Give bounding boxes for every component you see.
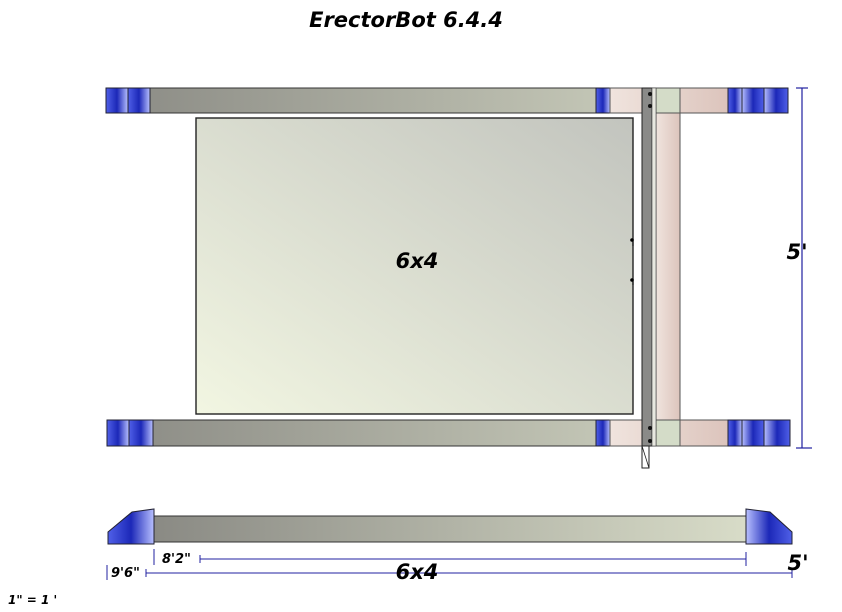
bottom-rail — [106, 419, 791, 447]
side-view-label: 6x4 — [396, 560, 439, 584]
scale-note: 1" = 1 ' — [8, 593, 57, 607]
top-left-wheel — [105, 87, 129, 114]
height-dimension — [796, 87, 812, 449]
bottom-right-wheel — [741, 419, 765, 447]
depth-dimension-label: 5' — [787, 551, 808, 575]
overall-dimension-label: 9'6" — [111, 566, 140, 581]
overall-dimension — [106, 565, 793, 580]
height-dimension-label: 5' — [786, 240, 807, 264]
inner-dimension-label: 8'2" — [162, 552, 191, 567]
top-rail — [105, 87, 789, 114]
table-label: 6x4 — [396, 249, 439, 273]
drawing-title: ErectorBot 6.4.4 — [309, 8, 503, 32]
carriage-beam — [641, 87, 681, 469]
inner-dimension — [153, 549, 747, 566]
top-right-wheel — [741, 87, 765, 114]
bottom-left-wheel — [106, 419, 130, 447]
side-left-wheel — [107, 508, 155, 545]
side-view-rail — [107, 508, 793, 545]
side-right-wheel — [745, 508, 793, 545]
table-plan — [195, 117, 634, 415]
